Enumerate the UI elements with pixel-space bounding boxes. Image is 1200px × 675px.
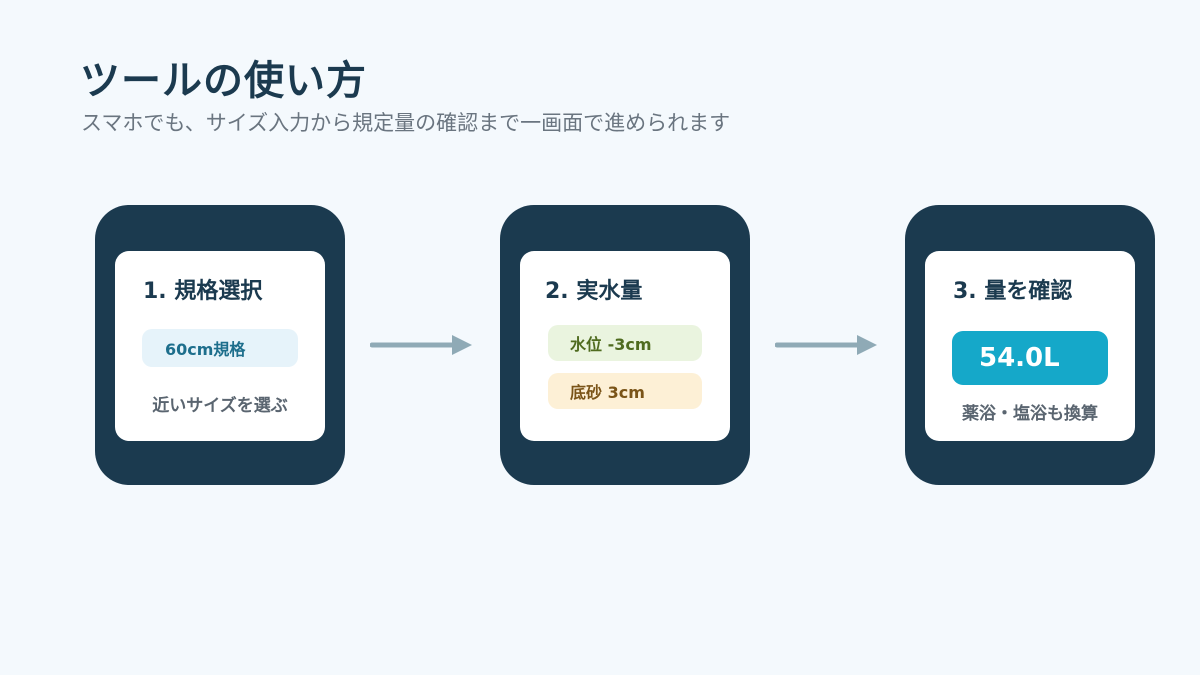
gravel-depth-label: 底砂 3cm — [570, 383, 645, 402]
step-1-screen: 1. 規格選択 60cm規格 近いサイズを選ぶ — [115, 251, 325, 441]
step-2-phone: 2. 実水量 水位 -3cm 底砂 3cm — [500, 205, 750, 485]
step-1-phone: 1. 規格選択 60cm規格 近いサイズを選ぶ — [95, 205, 345, 485]
volume-result-value: 54.0L — [979, 343, 1060, 373]
step-1-title: 1. 規格選択 — [143, 279, 263, 304]
arrow-right-icon — [370, 335, 472, 355]
page-subtitle: スマホでも、サイズ入力から規定量の確認まで一画面で進められます — [81, 111, 731, 135]
water-level-chip[interactable]: 水位 -3cm — [548, 325, 702, 361]
step-3-note: 薬浴・塩浴も換算 — [962, 404, 1098, 424]
step-2-screen: 2. 実水量 水位 -3cm 底砂 3cm — [520, 251, 730, 441]
step-2-title: 2. 実水量 — [545, 279, 643, 304]
arrow-right-icon — [775, 335, 877, 355]
water-level-label: 水位 -3cm — [570, 335, 652, 354]
step-3-title: 3. 量を確認 — [953, 279, 1073, 304]
step-1-note: 近いサイズを選ぶ — [152, 396, 288, 416]
step-3-screen: 3. 量を確認 54.0L 薬浴・塩浴も換算 — [925, 251, 1135, 441]
step-3-phone: 3. 量を確認 54.0L 薬浴・塩浴も換算 — [905, 205, 1155, 485]
size-option-chip[interactable]: 60cm規格 — [142, 329, 298, 367]
size-option-label: 60cm規格 — [165, 340, 246, 359]
gravel-depth-chip[interactable]: 底砂 3cm — [548, 373, 702, 409]
page-title: ツールの使い方 — [80, 58, 367, 104]
volume-result: 54.0L — [952, 331, 1108, 385]
